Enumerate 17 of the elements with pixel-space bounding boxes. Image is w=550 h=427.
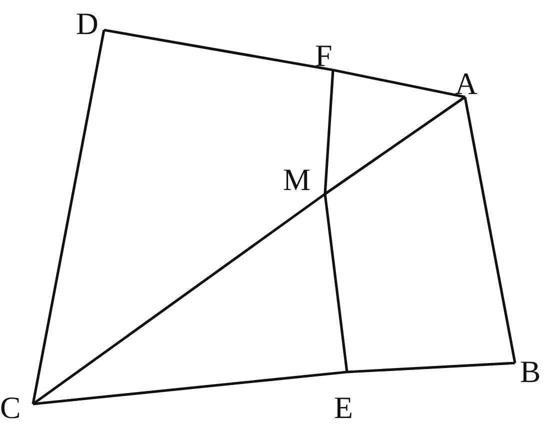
point-label: F (315, 40, 332, 71)
line-segment (464, 96, 516, 364)
point-label: D (76, 8, 98, 39)
line-segment (324, 70, 334, 194)
line-segment (32, 370, 348, 406)
line-segment (104, 28, 334, 72)
line-segment (346, 362, 516, 374)
point-label: A (455, 68, 478, 99)
point-label: M (283, 164, 311, 195)
line-segment (32, 30, 106, 404)
line-segment (324, 194, 348, 372)
point-label: B (520, 356, 541, 387)
point-label: E (334, 392, 353, 423)
point-label: C (0, 392, 21, 423)
line-segment (32, 192, 326, 406)
line-segment (324, 96, 466, 196)
line-segment (332, 68, 466, 98)
